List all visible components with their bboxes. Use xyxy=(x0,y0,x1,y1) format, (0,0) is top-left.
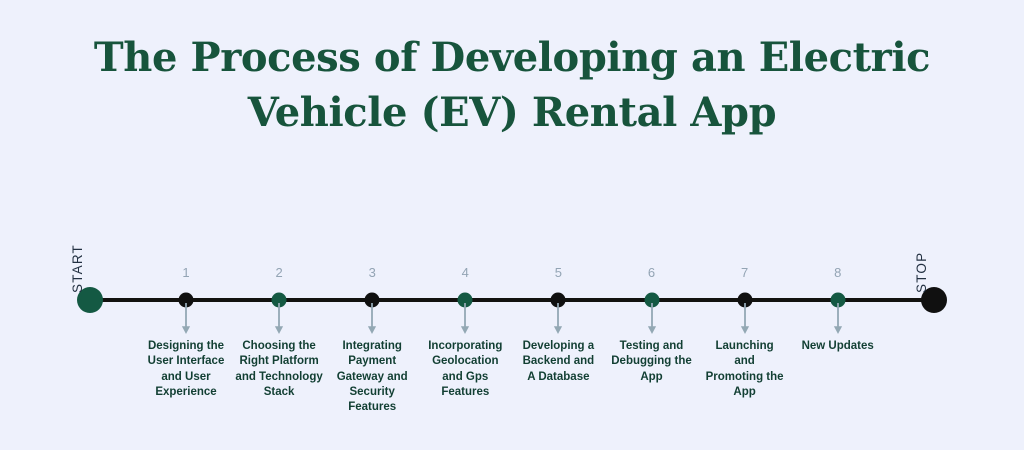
down-arrow-icon xyxy=(273,303,286,340)
down-arrow-icon xyxy=(645,303,658,340)
step-dot[interactable] xyxy=(737,292,753,308)
step-label: Launching and Promoting the App xyxy=(705,340,784,398)
down-arrow-icon xyxy=(738,303,751,340)
step-label: Incorporating Geolocation and Gps Featur… xyxy=(428,340,503,398)
timeline-stop-marker xyxy=(921,287,947,313)
timeline-axis xyxy=(90,298,934,302)
down-arrow-icon xyxy=(366,303,379,340)
step-dot[interactable] xyxy=(644,292,659,308)
step-label: New Updates xyxy=(801,340,874,352)
down-arrow-icon xyxy=(552,303,565,340)
step-label: Integrating Payment Gateway and Security… xyxy=(336,340,408,414)
step-dot[interactable] xyxy=(830,292,846,308)
timeline-start-marker xyxy=(77,287,103,313)
step-number: 2 xyxy=(275,265,283,280)
step-number: 3 xyxy=(368,265,376,280)
step-number: 8 xyxy=(834,265,842,280)
down-arrow-icon xyxy=(180,303,193,340)
down-arrow-icon xyxy=(831,303,844,340)
step-number: 1 xyxy=(182,265,190,280)
step-dot[interactable] xyxy=(550,292,566,308)
step-label: Developing a Backend and A Database xyxy=(522,340,595,383)
step-number: 7 xyxy=(740,265,749,280)
step-label: Designing the User Interface and User Ex… xyxy=(147,340,225,398)
step-label: Testing and Debugging the App xyxy=(611,340,692,383)
down-arrow-icon xyxy=(459,303,472,340)
step-label: Choosing the Right Platform and Technolo… xyxy=(235,340,323,398)
step-number: 5 xyxy=(554,265,562,280)
step-dot[interactable] xyxy=(457,292,473,308)
step-number: 6 xyxy=(647,265,656,280)
timeline-start-label: START xyxy=(70,243,85,293)
page-title: The Process of Developing an Electric Ve… xyxy=(93,34,931,137)
step-dot[interactable] xyxy=(271,292,287,308)
step-dot[interactable] xyxy=(178,292,194,308)
step-number: 4 xyxy=(461,265,469,280)
step-dot[interactable] xyxy=(364,292,380,308)
timeline-stop-label: STOP xyxy=(914,251,929,293)
